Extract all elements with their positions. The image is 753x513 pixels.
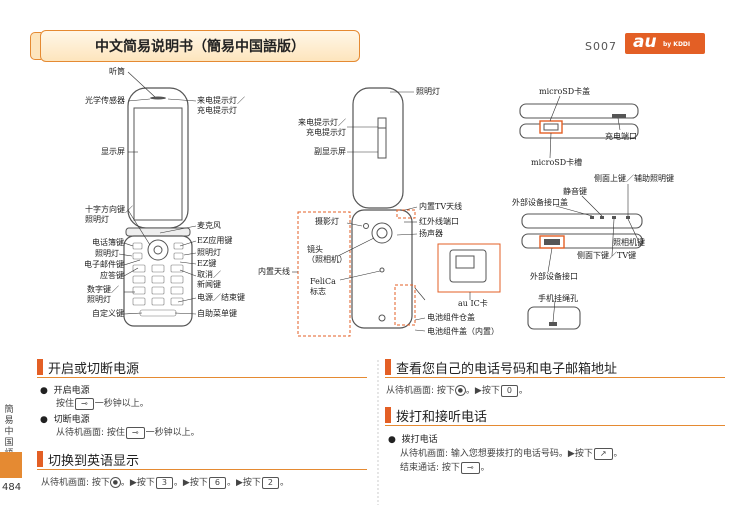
calling-line-2: 结束通话: 按下⊸。 bbox=[400, 461, 490, 474]
label-ext-port-cover: 外部设备接口盖 bbox=[512, 198, 568, 207]
center-key-icon: ● bbox=[109, 477, 121, 488]
label-incoming-light: 来电提示灯／ 充电提示灯 bbox=[197, 96, 245, 115]
label-side-up-key: 侧面上键／辅助照明键 bbox=[594, 174, 674, 183]
calling-line-1: 从待机画面: 输入您想要拨打的电话号码。▶按下↗。 bbox=[400, 447, 623, 460]
page-number: 484 bbox=[2, 482, 22, 493]
label-auto-menu-key: 自助菜单键 bbox=[197, 309, 237, 318]
label-lens: 镜头 （照相机） bbox=[307, 245, 347, 264]
label-closed-incoming-light: 来电提示灯／ 充电提示灯 bbox=[298, 118, 346, 137]
power-off-text: 从待机画面: 按住⊸一秒钟以上。 bbox=[56, 426, 200, 439]
section-calling-title: 拨打和接听电话 bbox=[385, 406, 725, 426]
label-light-sensor: 光学传感器 bbox=[85, 96, 125, 105]
label-speaker: 扬声器 bbox=[419, 229, 443, 238]
label-ez-key: EZ键 bbox=[197, 259, 217, 268]
label-number-keys: 数字键／ 照明灯 bbox=[87, 285, 119, 304]
label-felica: FeliCa 标志 bbox=[310, 277, 336, 296]
section-power-title: 开启或切断电源 bbox=[37, 358, 367, 378]
label-power-key: 电源／结束键 bbox=[197, 293, 245, 302]
title-tab-decoration bbox=[30, 32, 41, 60]
label-battery-cover: 电池组件盖（内置） bbox=[427, 327, 499, 336]
section-marker bbox=[37, 359, 43, 375]
label-camera-key: 照相机键 bbox=[613, 238, 645, 247]
label-au-ic: au IC卡 bbox=[458, 299, 488, 308]
label-ez-app-key: EZ应用键 bbox=[197, 236, 233, 245]
label-microsd-cover: microSD卡盖 bbox=[539, 87, 591, 96]
section-my-number-title: 查看您自己的电话号码和电子邮箱地址 bbox=[385, 358, 725, 378]
label-strap-hole: 手机挂绳孔 bbox=[538, 294, 578, 303]
side-tab-bar bbox=[0, 452, 22, 478]
center-key-icon: ● bbox=[454, 385, 466, 396]
label-custom-key: 自定义键 bbox=[92, 309, 124, 318]
key-6: 6 bbox=[208, 476, 226, 489]
au-logo: au by KDDI bbox=[625, 32, 705, 54]
label-charge-port: 充电端口 bbox=[605, 132, 637, 141]
label-mute-key: 静音键 bbox=[563, 187, 587, 196]
power-key-icon: ⊸ bbox=[125, 426, 145, 439]
call-key-icon: ↗ bbox=[593, 447, 613, 460]
label-microphone: 麦克风 bbox=[197, 221, 221, 230]
label-mail-key: 电子邮件键 bbox=[84, 260, 124, 269]
key-0: 0 bbox=[500, 384, 518, 397]
label-cross-key: 十字方向键／ 照明灯 bbox=[85, 205, 133, 224]
section-marker bbox=[385, 407, 391, 423]
label-answer-key: 应答键 bbox=[100, 271, 124, 280]
label-sub-display: 副显示屏 bbox=[314, 147, 346, 156]
label-battery-compartment: 电池组件仓盖 bbox=[427, 313, 475, 322]
label-ir-port: 红外线端口 bbox=[419, 217, 459, 226]
label-microsd-slot: microSD卡槽 bbox=[531, 158, 583, 167]
section-english-title: 切换到英语显示 bbox=[37, 450, 367, 470]
label-side-down-key: 侧面下键／TV键 bbox=[577, 251, 637, 260]
power-off-heading: ● 切断电源 bbox=[40, 415, 90, 425]
key-3: 3 bbox=[155, 476, 173, 489]
open-phone-illustration bbox=[118, 71, 197, 327]
back-phone-illustration bbox=[292, 206, 501, 337]
power-on-heading: ● 开启电源 bbox=[40, 386, 90, 396]
key-2: 2 bbox=[261, 476, 279, 489]
label-phonebook-key: 电话簿键 bbox=[92, 238, 124, 247]
label-cancel-key: 取消／ 新闻键 bbox=[197, 270, 221, 289]
label-display: 显示屏 bbox=[101, 147, 125, 156]
label-photo-light: 摄影灯 bbox=[315, 217, 339, 226]
power-key-icon: ⊸ bbox=[75, 397, 94, 410]
label-built-in-antenna: 内置天线 bbox=[258, 267, 290, 276]
model-name: S007 bbox=[585, 40, 617, 53]
section-marker bbox=[37, 451, 43, 467]
end-key-icon: ⊸ bbox=[460, 461, 480, 474]
label-tv-antenna: 内置TV天线 bbox=[419, 202, 463, 211]
section-marker bbox=[385, 359, 391, 375]
side-phone-illustrations bbox=[519, 95, 643, 330]
page-title: 中文简易说明书（簡易中国語版） bbox=[40, 30, 360, 62]
calling-heading: ● 拨打电话 bbox=[388, 435, 438, 445]
label-earpiece: 听筒 bbox=[109, 67, 125, 76]
power-on-text: 按住⊸一秒钟以上。 bbox=[56, 397, 149, 410]
label-lighting-right: 照明灯 bbox=[197, 248, 221, 257]
label-lighting-top: 照明灯 bbox=[416, 87, 440, 96]
closed-phone-illustration bbox=[347, 87, 414, 209]
label-lighting-left: 照明灯 bbox=[95, 249, 119, 258]
label-ext-port: 外部设备接口 bbox=[530, 272, 578, 281]
